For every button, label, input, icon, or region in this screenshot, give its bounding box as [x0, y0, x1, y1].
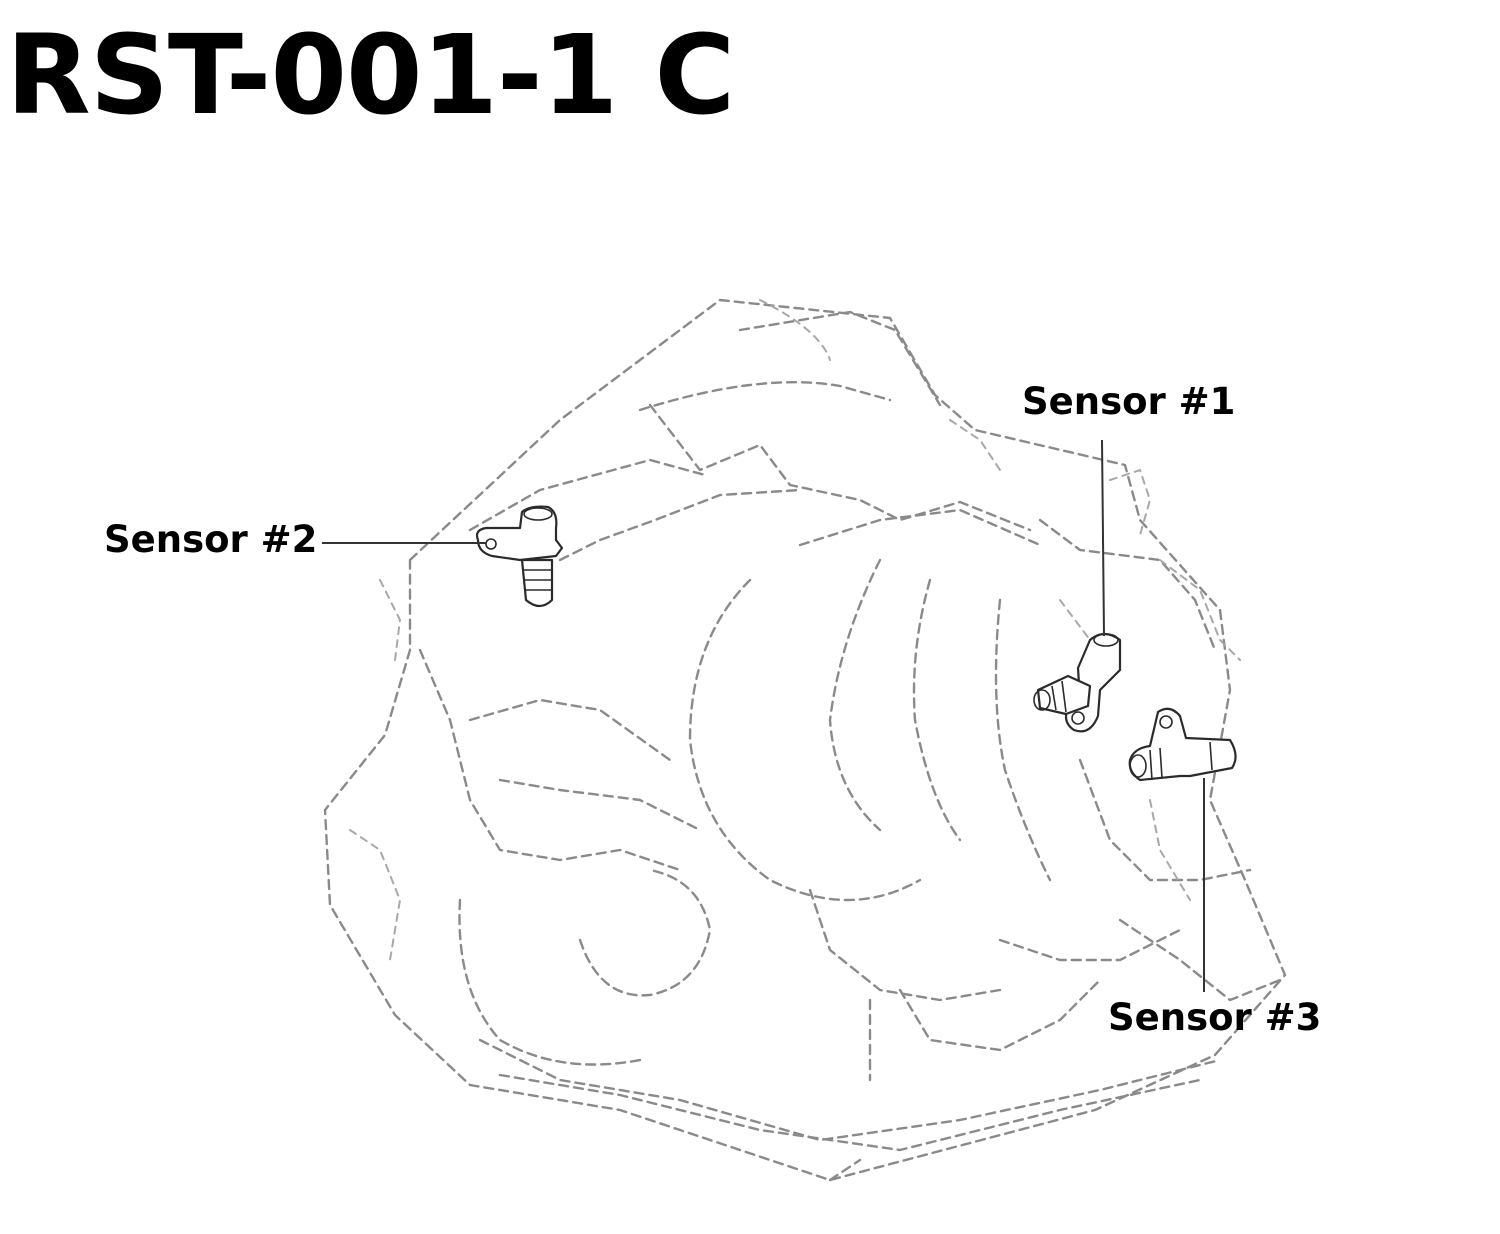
sensor-3-part: [1128, 707, 1237, 782]
transmission-outline: [323, 298, 1287, 1182]
sensor-1-label: Sensor #1: [1022, 380, 1235, 423]
sensor-2-label: Sensor #2: [104, 518, 317, 561]
sensor-1-part: [1033, 632, 1122, 733]
sensor-2-part: [475, 505, 564, 608]
sensor-1-leader: [1101, 439, 1105, 637]
page-title: RST-001-1 C: [6, 11, 735, 139]
sensor-3-label: Sensor #3: [1108, 996, 1321, 1039]
